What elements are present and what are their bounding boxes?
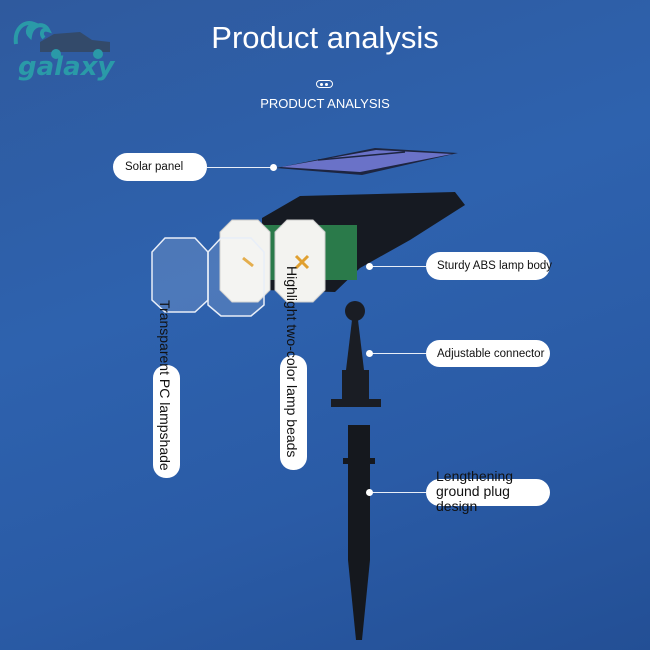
label-ground-plug-bg: [426, 479, 550, 506]
label-ground-plug: Lengthening ground plug design: [436, 468, 514, 514]
leader-dot: [270, 164, 277, 171]
logo-text: galaxy: [18, 52, 115, 82]
leader-line: [370, 492, 426, 493]
ground-plug-image: [343, 425, 375, 640]
label-lamp-beads: Highlight two-color lamp beads: [284, 266, 300, 458]
lampshade-image: [151, 237, 265, 317]
leader-line: [370, 266, 426, 267]
lamp-beads-image: [219, 219, 326, 303]
toggle-dots-icon: [316, 80, 333, 88]
leader-line: [207, 167, 275, 168]
galaxy-logo: [10, 14, 115, 89]
label-lampshade: Transparent PC lampshade: [157, 300, 173, 471]
leader-dot: [366, 263, 373, 270]
label-connector: Adjustable connector: [426, 340, 550, 367]
page-subtitle: PRODUCT ANALYSIS: [260, 96, 390, 111]
label-lampshade-bg: [153, 365, 180, 478]
page-title: Product analysis: [211, 20, 439, 55]
leader-dot: [366, 489, 373, 496]
leader-dot: [366, 350, 373, 357]
connector-image: [331, 301, 381, 407]
car-wave-logo-icon: [13, 21, 110, 59]
label-lamp-body: Sturdy ABS lamp body: [426, 252, 552, 280]
leader-line: [370, 353, 426, 354]
solar-panel-image: [276, 148, 458, 175]
label-lamp-beads-bg: [280, 355, 307, 470]
label-solar-panel: Solar panel: [113, 153, 207, 181]
